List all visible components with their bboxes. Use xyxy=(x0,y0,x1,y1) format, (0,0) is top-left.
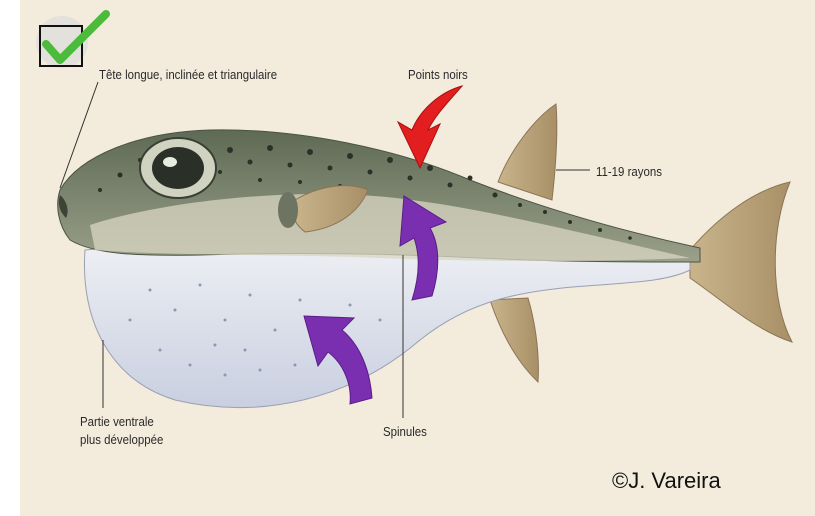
anal-fin xyxy=(490,298,538,382)
tail-fin xyxy=(690,182,792,342)
label-head: Tête longue, inclinée et triangulaire xyxy=(99,66,277,83)
copyright-text: ©J. Vareira xyxy=(612,468,721,494)
dorsal-fin xyxy=(498,104,557,200)
fish-belly xyxy=(84,241,690,407)
label-black-points: Points noirs xyxy=(408,66,468,83)
label-spinules: Spinules xyxy=(383,423,427,440)
label-rays: 11-19 rayons xyxy=(596,163,662,180)
fish-eye xyxy=(140,138,216,198)
label-belly-line1: Partie ventrale xyxy=(80,413,154,430)
gill-opening xyxy=(278,192,298,228)
label-belly-line2: plus développée xyxy=(80,431,163,448)
red-arrow-icon xyxy=(398,86,462,168)
